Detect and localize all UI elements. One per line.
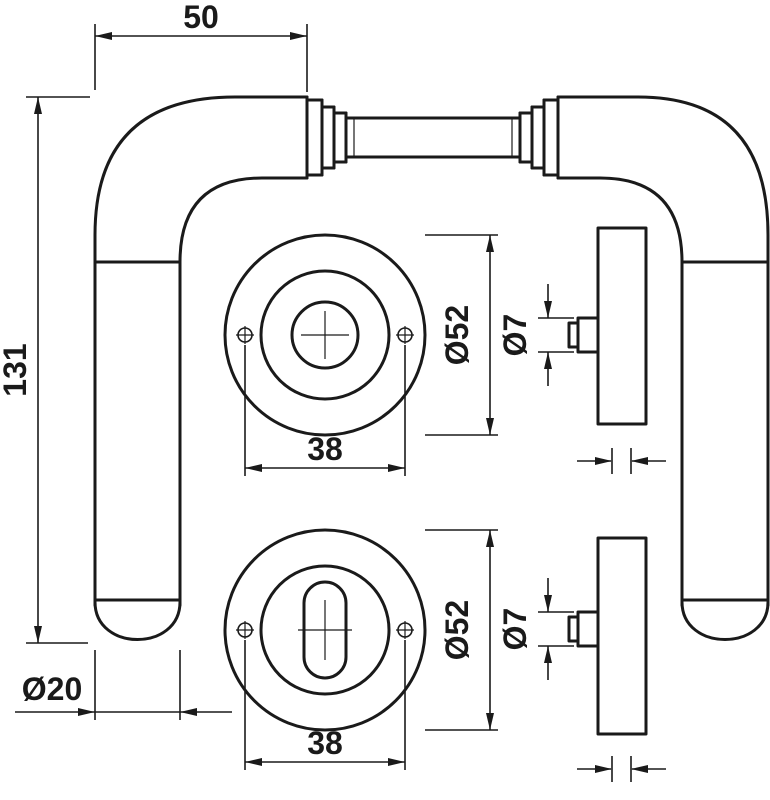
rose-bottom: [223, 528, 427, 732]
dim-label-d7-bottom: Ø7: [497, 608, 533, 651]
dim-rose-top-diameter: Ø52: [425, 234, 498, 436]
spindle-pin: [576, 610, 600, 648]
dim-label-d52-bottom: Ø52: [439, 600, 475, 660]
handle-front-view-right: [556, 95, 770, 641]
dim-grip-diameter: Ø20: [15, 650, 232, 720]
dim-rose-top-thickness: [577, 448, 666, 474]
dim-label-38-top: 38: [307, 431, 343, 467]
dim-rose-top-hole-spacing: 38: [244, 345, 406, 476]
dim-label-d20: Ø20: [22, 671, 82, 707]
handle-inner-contour: [556, 176, 684, 607]
dim-label-d7-top: Ø7: [497, 314, 533, 357]
rose-bottom-outer-circle: [223, 528, 427, 732]
rose-top-outer-circle: [223, 233, 427, 437]
spindle-pin: [576, 316, 600, 354]
dim-pin-bottom-diameter: Ø7: [497, 578, 574, 680]
side-view-top: [567, 226, 648, 426]
rose-top-center-hole: [290, 300, 360, 370]
dim-rose-bottom-diameter: Ø52: [425, 529, 498, 731]
handle-inner-contour: [178, 176, 309, 607]
handle-outer-contour: [93, 95, 309, 607]
dim-label-131: 131: [0, 343, 33, 396]
rose-side-profile: [596, 536, 648, 736]
dim-pin-top-diameter: Ø7: [497, 284, 574, 386]
dim-label-d52-top: Ø52: [439, 305, 475, 365]
rose-top-inner-circle: [259, 269, 391, 401]
side-view-bottom: [567, 536, 648, 736]
rose-bottom-inner-circle: [259, 564, 391, 696]
rose-side-profile: [596, 226, 648, 426]
dim-handle-height: 131: [0, 96, 90, 644]
grip-end-cap: [93, 600, 182, 641]
spindle-pin-tip: [567, 321, 580, 349]
dim-handle-depth: 50: [94, 0, 308, 92]
handle-front-view-left: [93, 95, 309, 641]
dim-label-38-bottom: 38: [307, 725, 343, 761]
rose-top: [223, 233, 427, 437]
handle-outer-contour: [556, 95, 770, 607]
grip-end-cap: [680, 600, 770, 641]
dim-rose-bottom-hole-spacing: 38: [244, 640, 406, 770]
spindle-pin-tip: [567, 615, 580, 643]
spindle-and-collars: [305, 95, 560, 180]
dim-rose-bottom-thickness: [577, 756, 666, 782]
dim-label-50: 50: [183, 0, 219, 35]
